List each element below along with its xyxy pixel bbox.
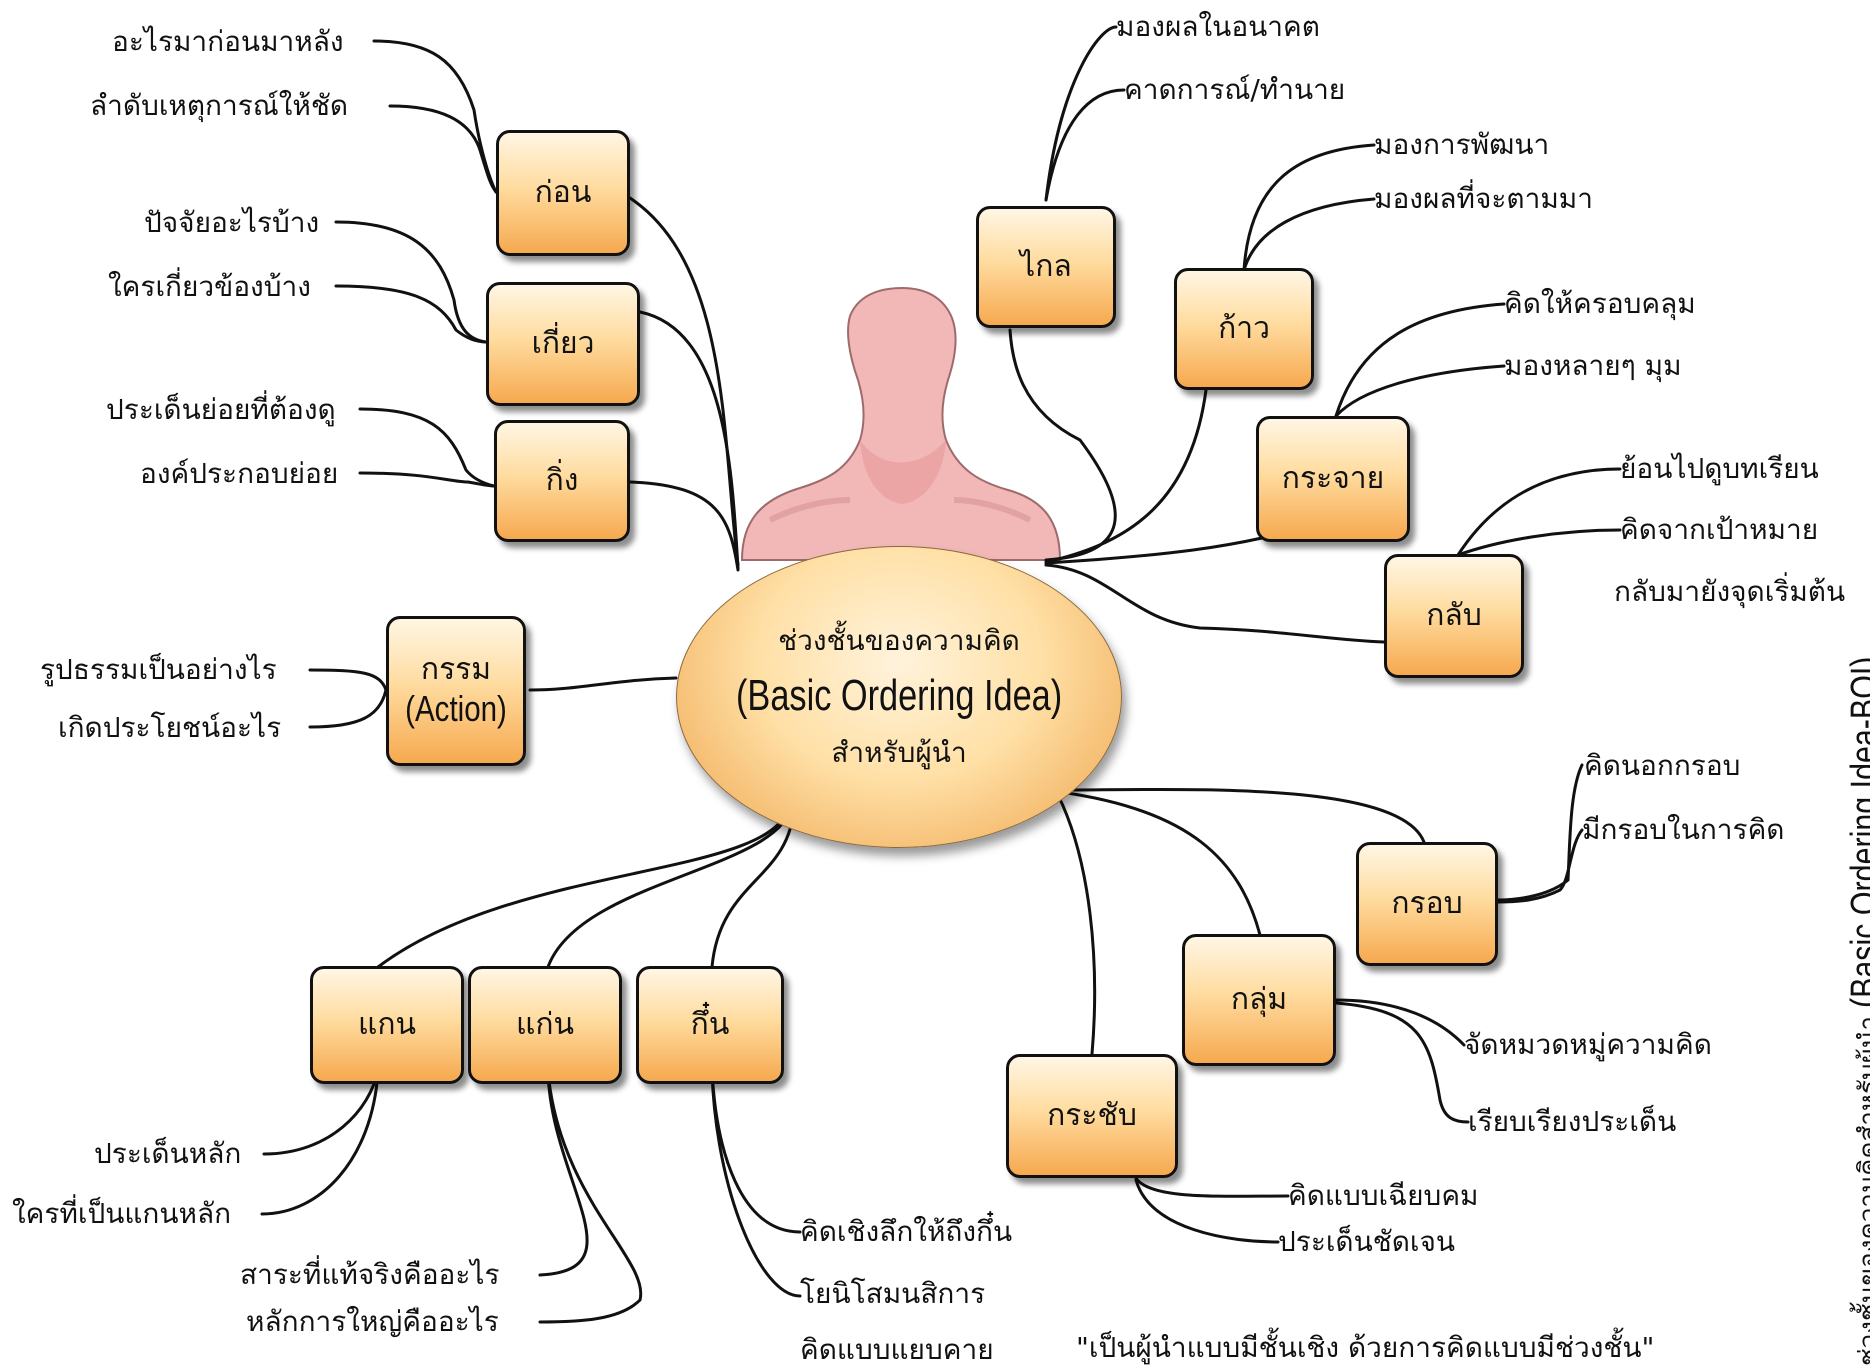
node-krajai: กระจาย xyxy=(1256,416,1410,542)
node-kiao-label: เกี่ยว xyxy=(531,325,595,361)
node-klap: กลับ xyxy=(1384,554,1524,678)
leaf-klai-1: มองผลในอนาคต xyxy=(1116,10,1320,43)
node-kiao: เกี่ยว xyxy=(486,282,640,406)
leaf-krachap-1: คิดแบบเฉียบคม xyxy=(1288,1179,1479,1212)
node-king-label: กิ่ง xyxy=(545,462,579,498)
node-krajai-label: กระจาย xyxy=(1281,460,1385,496)
node-kao-label: ก้าว xyxy=(1218,310,1270,346)
leaf-kao-1: มองการพัฒนา xyxy=(1374,128,1550,161)
side-title: ช่วงชั้นของความคิดสำหรับผู้นำ (Basic Ord… xyxy=(1844,568,1870,1366)
leaf-kuen-3: คิดแบบแยบคาย xyxy=(800,1333,994,1366)
leaf-king-2: องค์ประกอบย่อย xyxy=(140,457,339,490)
leaf-krajai-1: คิดให้ครอบคลุม xyxy=(1504,287,1696,320)
leaf-kuen-1: คิดเชิงลึกให้ถึงกึ๋น xyxy=(800,1215,1013,1248)
node-krob-label: กรอบ xyxy=(1391,885,1463,921)
leaf-krob-1: คิดนอกกรอบ xyxy=(1584,749,1741,782)
node-kam-english: (Action) xyxy=(405,687,507,729)
center-title-english: (Basic Ordering Idea) xyxy=(735,671,1063,720)
node-king: กิ่ง xyxy=(494,420,630,542)
node-kam-label: กรรม xyxy=(420,652,492,688)
leaf-klap-3: กลับมายังจุดเริ่มต้น xyxy=(1614,575,1846,608)
leaf-kon-1: อะไรมาก่อนมาหลัง xyxy=(112,25,344,58)
leaf-klum-2: เรียบเรียงประเด็น xyxy=(1468,1105,1677,1138)
node-kaen2-label: แก่น xyxy=(515,1006,574,1042)
node-klum-label: กลุ่ม xyxy=(1230,981,1288,1017)
node-kaen2: แก่น xyxy=(468,966,622,1084)
leaf-klum-1: จัดหมวดหมู่ความคิด xyxy=(1464,1028,1712,1061)
node-kuen-label: กึ๋น xyxy=(690,1006,730,1042)
leaf-krajai-2: มองหลายๆ มุม xyxy=(1504,349,1682,382)
node-kao: ก้าว xyxy=(1174,268,1314,390)
node-kuen: กึ๋น xyxy=(636,966,784,1084)
leaf-klap-2: คิดจากเป้าหมาย xyxy=(1620,513,1819,546)
footer-caption: "เป็นผู้นำแบบมีชั้นเชิง ด้วยการคิดแบบมีช… xyxy=(1076,1331,1655,1364)
node-krob: กรอบ xyxy=(1356,842,1498,966)
leaf-kaen2-1: สาระที่แท้จริงคืออะไร xyxy=(240,1258,500,1291)
leaf-kam-1: รูปธรรมเป็นอย่างไร xyxy=(40,653,277,686)
leaf-klai-2: คาดการณ์/ทำนาย xyxy=(1124,73,1346,106)
center-title-thai: ช่วงชั้นของความคิด xyxy=(778,624,1020,657)
node-kaen-label: แกน xyxy=(357,1006,416,1042)
node-kam: กรรม (Action) xyxy=(386,616,526,766)
leaf-kiao-1: ปัจจัยอะไรบ้าง xyxy=(144,206,320,239)
leaf-king-1: ประเด็นย่อยที่ต้องดู xyxy=(106,393,336,426)
leaf-kiao-2: ใครเกี่ยวข้องบ้าง xyxy=(108,270,311,303)
node-klum: กลุ่ม xyxy=(1182,934,1336,1066)
leaf-kao-2: มองผลที่จะตามมา xyxy=(1374,182,1593,215)
side-title-english: (Basic Ordering Idea-BOI) xyxy=(1844,656,1870,1008)
leaf-kon-2: ลำดับเหตุการณ์ให้ชัด xyxy=(90,89,349,122)
leaf-kuen-2: โยนิโสมนสิการ xyxy=(800,1277,986,1310)
leaf-kaen2-2: หลักการใหญ่คืออะไร xyxy=(246,1305,499,1338)
leaf-krob-2: มีกรอบในการคิด xyxy=(1582,813,1785,846)
node-kon: ก่อน xyxy=(496,130,630,256)
node-klai-label: ไกล xyxy=(1020,248,1072,284)
center-topic: ช่วงชั้นของความคิด (Basic Ordering Idea)… xyxy=(676,546,1122,848)
node-krachap: กระชับ xyxy=(1006,1054,1178,1178)
side-title-thai: ช่วงชั้นของความคิดสำหรับผู้นำ xyxy=(1854,1015,1870,1366)
leaf-krachap-2: ประเด็นชัดเจน xyxy=(1278,1225,1456,1258)
node-kaen: แกน xyxy=(310,966,464,1084)
leaf-klap-1: ย้อนไปดูบทเรียน xyxy=(1620,452,1819,485)
node-krachap-label: กระชับ xyxy=(1047,1097,1137,1133)
center-subtitle: สำหรับผู้นำ xyxy=(831,736,967,769)
leaf-kaen-1: ประเด็นหลัก xyxy=(94,1137,242,1170)
leaf-kaen-2: ใครที่เป็นแกนหลัก xyxy=(12,1197,232,1230)
leaf-kam-2: เกิดประโยชน์อะไร xyxy=(58,711,282,744)
node-klai: ไกล xyxy=(976,206,1116,328)
figure-icon xyxy=(740,286,1062,561)
node-kon-label: ก่อน xyxy=(534,174,592,210)
node-klap-label: กลับ xyxy=(1426,597,1482,633)
